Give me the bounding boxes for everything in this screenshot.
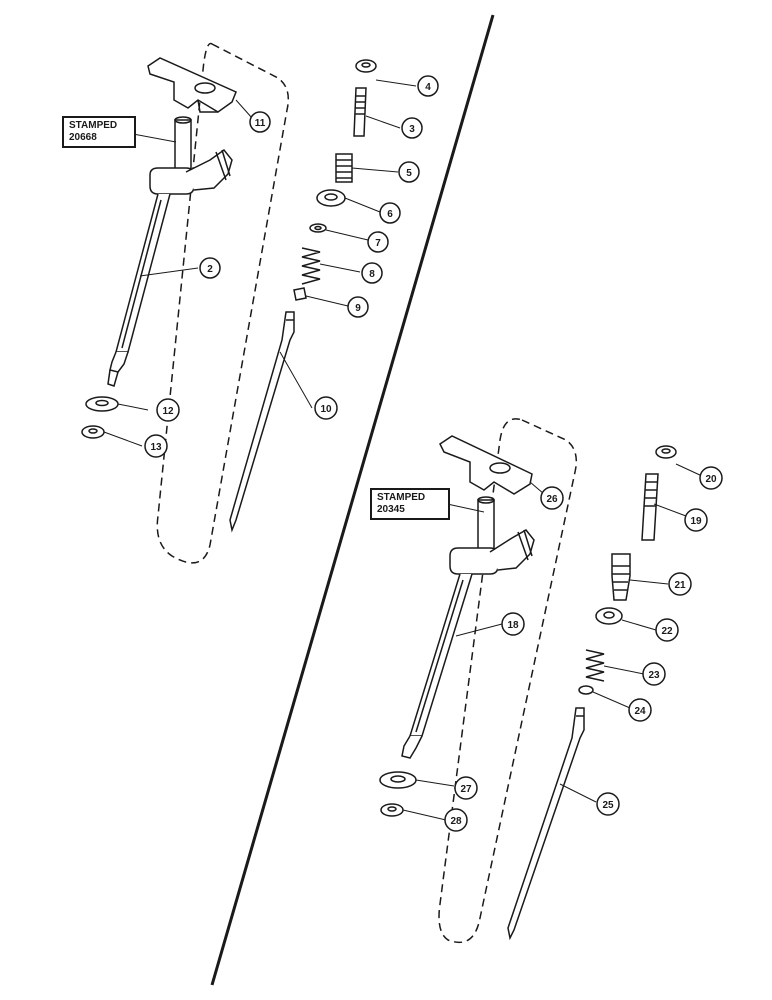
separator-line xyxy=(210,14,495,986)
bracket-26 xyxy=(439,435,533,495)
stamped-label-lower: STAMPED 20345 xyxy=(370,488,450,520)
nut-20 xyxy=(655,445,677,459)
stamped-label-lower-line2: 20345 xyxy=(377,504,405,515)
callout-8-circle xyxy=(361,262,383,284)
callout-6-circle xyxy=(379,202,401,224)
callout-12: 12 xyxy=(162,406,174,417)
stamped-label-upper: STAMPED 20668 xyxy=(62,116,136,148)
callout-19: 19 xyxy=(690,516,702,527)
nut-4 xyxy=(355,59,377,73)
callout-5-circle xyxy=(398,161,420,183)
callout-circles xyxy=(144,75,723,832)
callout-22: 22 xyxy=(661,626,673,637)
callout-3: 3 xyxy=(409,124,415,135)
callout-28-circle xyxy=(444,808,468,832)
callout-18: 18 xyxy=(507,620,519,631)
callout-27-circle xyxy=(454,776,478,800)
callout-23: 23 xyxy=(648,670,660,681)
callout-11-circle xyxy=(249,111,271,133)
callout-26: 26 xyxy=(546,494,558,505)
injector-body-2 xyxy=(107,116,233,387)
spring-8 xyxy=(301,247,321,285)
callout-10: 10 xyxy=(320,404,332,415)
callout-26-circle xyxy=(540,486,564,510)
spindle-10 xyxy=(229,311,295,533)
callout-11: 11 xyxy=(255,118,266,129)
stamped-label-upper-line2: 20668 xyxy=(69,132,97,143)
nut-6 xyxy=(316,189,346,207)
callout-24-circle xyxy=(628,698,652,722)
callout-19-circle xyxy=(684,508,708,532)
leader-lines-lower xyxy=(402,463,703,821)
injector-body-18 xyxy=(401,496,535,759)
spindle-25 xyxy=(507,707,585,941)
callout-24: 24 xyxy=(634,706,646,717)
callout-12-circle xyxy=(156,398,180,422)
callout-27: 27 xyxy=(460,784,472,795)
callout-9-circle xyxy=(347,296,369,318)
callout-6: 6 xyxy=(387,209,393,220)
assembly-boundary-upper xyxy=(156,42,290,564)
callout-25-circle xyxy=(596,792,620,816)
stud-19 xyxy=(641,473,659,541)
callout-7-circle xyxy=(367,231,389,253)
spring-seat-9 xyxy=(293,287,307,301)
washer-12 xyxy=(85,396,119,412)
callout-7: 7 xyxy=(375,238,381,249)
stamped-label-lower-line1: STAMPED xyxy=(377,492,426,503)
callout-4-circle xyxy=(417,75,439,97)
assembly-boundary-lower xyxy=(438,418,578,944)
adjusting-screw-5 xyxy=(335,153,353,183)
adjusting-screw-21 xyxy=(611,553,631,601)
callout-3-circle xyxy=(401,117,423,139)
stud-3 xyxy=(353,87,367,137)
spring-seat-24 xyxy=(578,685,594,695)
callout-23-circle xyxy=(642,662,666,686)
callout-18-circle xyxy=(501,612,525,636)
callout-4: 4 xyxy=(425,82,431,93)
callout-28: 28 xyxy=(450,816,462,827)
callout-25: 25 xyxy=(602,800,614,811)
callout-20: 20 xyxy=(705,474,717,485)
callout-20-circle xyxy=(699,466,723,490)
nut-22 xyxy=(595,607,623,625)
callout-8: 8 xyxy=(369,269,375,280)
callout-2: 2 xyxy=(207,264,213,275)
washer-27 xyxy=(379,771,417,789)
leader-lines-upper xyxy=(103,79,417,447)
callout-10-circle xyxy=(314,396,338,420)
spring-23 xyxy=(585,649,605,682)
callout-22-circle xyxy=(655,618,679,642)
stamped-label-upper-line1: STAMPED xyxy=(69,120,118,131)
callout-13-circle xyxy=(144,434,168,458)
bracket-11 xyxy=(147,57,237,113)
callout-13: 13 xyxy=(150,442,162,453)
callout-9: 9 xyxy=(355,303,361,314)
washer-7 xyxy=(309,223,327,233)
callout-5: 5 xyxy=(406,168,412,179)
callout-2-circle xyxy=(199,257,221,279)
washer-28 xyxy=(380,803,404,817)
callout-21: 21 xyxy=(674,580,686,591)
callout-21-circle xyxy=(668,572,692,596)
washer-13 xyxy=(81,425,105,439)
